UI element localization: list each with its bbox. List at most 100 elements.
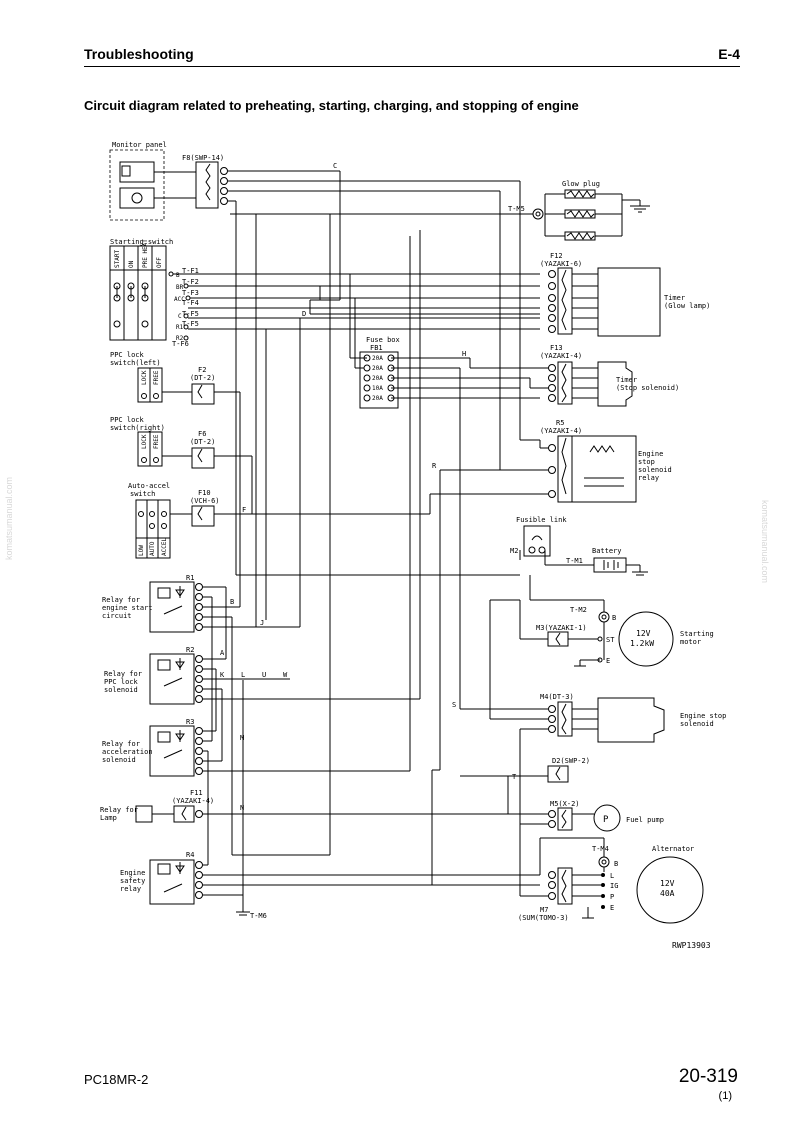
tf2-label: T-F2 (182, 278, 199, 286)
alt-spec-2: 40A (660, 889, 675, 898)
tf4-label: T-F4 (182, 299, 199, 307)
switch-col-off: OFF (156, 257, 163, 268)
relay-accel-label-2: acceleration (102, 748, 153, 756)
tf5a-label: T-F5 (182, 310, 199, 318)
r4-label: R4 (186, 851, 194, 859)
relay-lamp-label-1: Relay for (100, 806, 138, 814)
alt-term-e: E (610, 904, 614, 912)
relay-start-label-2: engine start (102, 604, 153, 612)
tm5-label: T-M5 (508, 205, 525, 213)
relay-ppc-label-2: PPC lock (104, 678, 139, 686)
fusible-link-battery: Fusible link M2 Battery T-M1 (236, 516, 648, 576)
f6-label: F6 (198, 430, 206, 438)
f11-sub-label: (YAZAKI-4) (172, 797, 214, 805)
f13-label: F13 (550, 344, 563, 352)
relay-start-label-1: Relay for (102, 596, 140, 604)
footer-revision: (1) (718, 1090, 732, 1102)
glow-plug-label: Glow plug (562, 180, 600, 188)
wire-label-r: R (432, 462, 437, 470)
wire-label-c: C (333, 162, 337, 170)
wire-label-t: T (512, 773, 517, 781)
f13-sub-label: (YAZAKI-4) (540, 352, 582, 360)
ppc-left-lock: LOCK (141, 370, 148, 385)
motor-term-b: B (612, 614, 616, 622)
relay-r1: R1 Relay for engine start circuit (102, 574, 300, 633)
wire-label-j: J (260, 619, 264, 627)
starting-motor-label-2: motor (680, 638, 701, 646)
relay-safety-label-1: Engine (120, 869, 145, 877)
auto-col-auto: AUTO (149, 541, 156, 556)
f10-sub-label: (VCH-6) (190, 497, 220, 505)
alt-term-p: P (610, 893, 614, 901)
alternator: T-M4 Alternator 12V 40A B L IG P E M7 (S… (518, 845, 704, 924)
connector-f8-label: F8(SWP-14) (182, 154, 224, 162)
battery-label: Battery (592, 547, 622, 555)
ppc-left-label-1: PPC lock (110, 351, 145, 359)
ground-tm6: T-M6 (236, 680, 267, 920)
fuse-row-3: 20A (372, 375, 383, 382)
stop-relay-label-4: relay (638, 474, 659, 482)
m4-label: M4(DT-3) (540, 693, 574, 701)
stop-relay-label-1: Engine (638, 450, 663, 458)
switch-col-start: START (114, 250, 121, 268)
motor-term-st: ST (606, 636, 615, 644)
alternator-label: Alternator (652, 845, 694, 853)
relay-r5: R5 (YAZAKI-4) Engine stop solenoid relay (540, 419, 672, 503)
connector-m4: M4(DT-3) Engine stop solenoid (460, 693, 726, 743)
connector-f8: F8(SWP-14) (182, 154, 228, 209)
motor-spec-2: 1.2kW (630, 639, 654, 648)
ppc-lock-switch-left: PPC lock switch(left) LOCK FREE F2 (DT-2… (110, 351, 240, 405)
timer-stop-sub-label: (Stop solenoid) (616, 384, 679, 392)
connector-f13: F13 (YAZAKI-4) Timer (Stop solenoid) (540, 344, 679, 407)
tf1-label: T-F1 (182, 267, 199, 275)
switch-term-b: B (176, 272, 180, 279)
timer-glow-label: Timer (664, 294, 685, 302)
wire-label-k: K (220, 671, 225, 679)
auto-col-low: LOW (138, 545, 145, 556)
r2-label: R2 (186, 646, 194, 654)
ppc-right-label-2: switch(right) (110, 424, 165, 432)
relay-ppc-label-1: Relay for (104, 670, 142, 678)
connector-d2-m5: D2(SWP-2) M5(X-2) P Fuel pump (507, 757, 664, 832)
tm6-label: T-M6 (250, 912, 267, 920)
wire-label-h: H (462, 350, 466, 358)
ppc-left-free: FREE (153, 370, 160, 385)
switch-term-r2: R2 (176, 335, 184, 342)
fuel-pump-label: Fuel pump (626, 816, 664, 824)
glow-plug-group: Glow plug T-M5 (230, 180, 650, 241)
tm2-label: T-M2 (570, 606, 587, 614)
ppc-right-lock: LOCK (141, 434, 148, 449)
stop-relay-label-3: solenoid (638, 466, 672, 474)
auto-col-accel: ACCEL (161, 538, 168, 556)
wire-label-m: M (240, 734, 244, 742)
d2-label: D2(SWP-2) (552, 757, 590, 765)
section-title: Circuit diagram related to preheating, s… (84, 98, 579, 113)
figure-id: RWP13903 (672, 941, 711, 950)
fuse-box: Fuse box FB1 20A 20A 20A 10A 20A (359, 336, 400, 409)
starting-motor-label-1: Starting (680, 630, 714, 638)
pump-symbol: P (603, 815, 609, 825)
auto-accel-label-1: Auto-accel (128, 482, 170, 490)
timer-glow-sub-label: (Glow lamp) (664, 302, 710, 310)
starting-motor: T-M2 M3(YAZAKI-1) B ST E 12V 1.2kW Start… (536, 606, 714, 667)
monitor-panel-label: Monitor panel (112, 141, 167, 149)
wire-label-b: B (230, 598, 234, 606)
r5-label: R5 (556, 419, 564, 427)
footer-model: PC18MR-2 (84, 1072, 149, 1087)
switch-term-acc: ACC (174, 296, 185, 303)
alt-spec-1: 12V (660, 879, 675, 888)
motor-spec-1: 12V (636, 629, 651, 638)
timer-stop-label: Timer (616, 376, 637, 384)
r1-label: R1 (186, 574, 194, 582)
alt-term-b: B (614, 860, 618, 868)
wire-label-l: L (241, 671, 245, 679)
switch-col-preheat: PRE HEAT (142, 239, 149, 268)
relay-r4: R4 Engine safety relay (120, 851, 540, 905)
m7-sub-label: (SUM(TOMO-3) (518, 914, 569, 922)
f12-sub-label: (YAZAKI-6) (540, 260, 582, 268)
switch-term-r1: R1 (176, 324, 184, 331)
m2-label: M2 (510, 547, 518, 555)
wire-label-s: S (452, 701, 456, 709)
stop-solenoid-label-1: Engine stop (680, 712, 726, 720)
wire-labels: C D H R F B J A K L U W M N S T (220, 162, 517, 812)
